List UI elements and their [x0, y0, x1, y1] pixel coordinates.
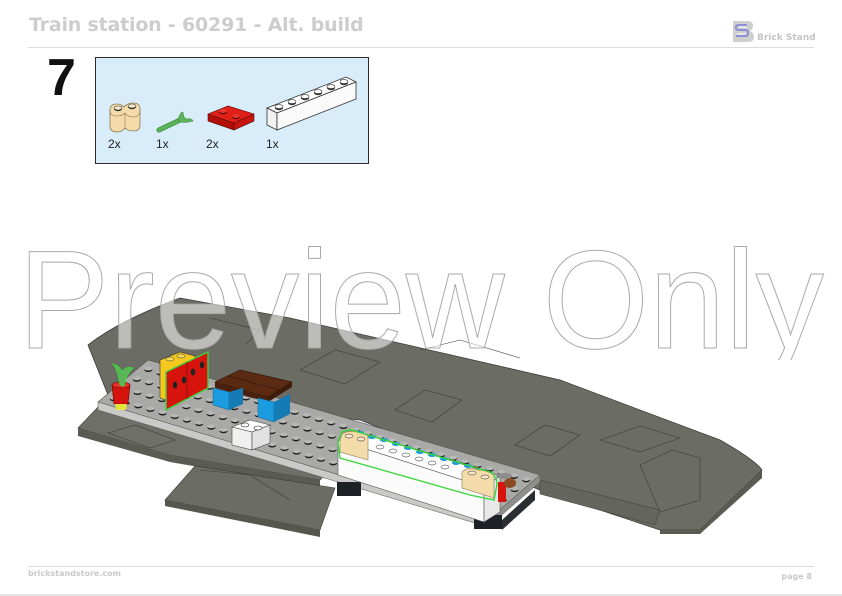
part-qty: 1x: [156, 137, 169, 151]
footer-divider: [28, 566, 814, 567]
white-1x6-brick-part: [266, 76, 357, 131]
parts-list-box: 2x 1x 2x 1x: [95, 57, 369, 164]
header-divider: [28, 47, 814, 48]
page-edge: [0, 594, 842, 596]
brick-stand-logo-icon: [733, 21, 754, 42]
brand-name: Brick Stand: [757, 33, 816, 43]
part-qty: 1x: [266, 137, 279, 151]
part-qty: 2x: [108, 137, 121, 151]
tan-palisade-brick-part: [109, 102, 141, 133]
brand: Brick Stand: [731, 19, 821, 45]
document-title: Train station - 60291 - Alt. build: [29, 14, 364, 36]
red-2x2-plate-part: [207, 105, 255, 131]
part-qty: 2x: [206, 137, 219, 151]
step-number: 7: [47, 49, 76, 107]
green-plant-stem-part: [156, 111, 194, 133]
page-number: page 8: [781, 572, 812, 581]
footer-website: brickstandstore.com: [28, 569, 121, 578]
